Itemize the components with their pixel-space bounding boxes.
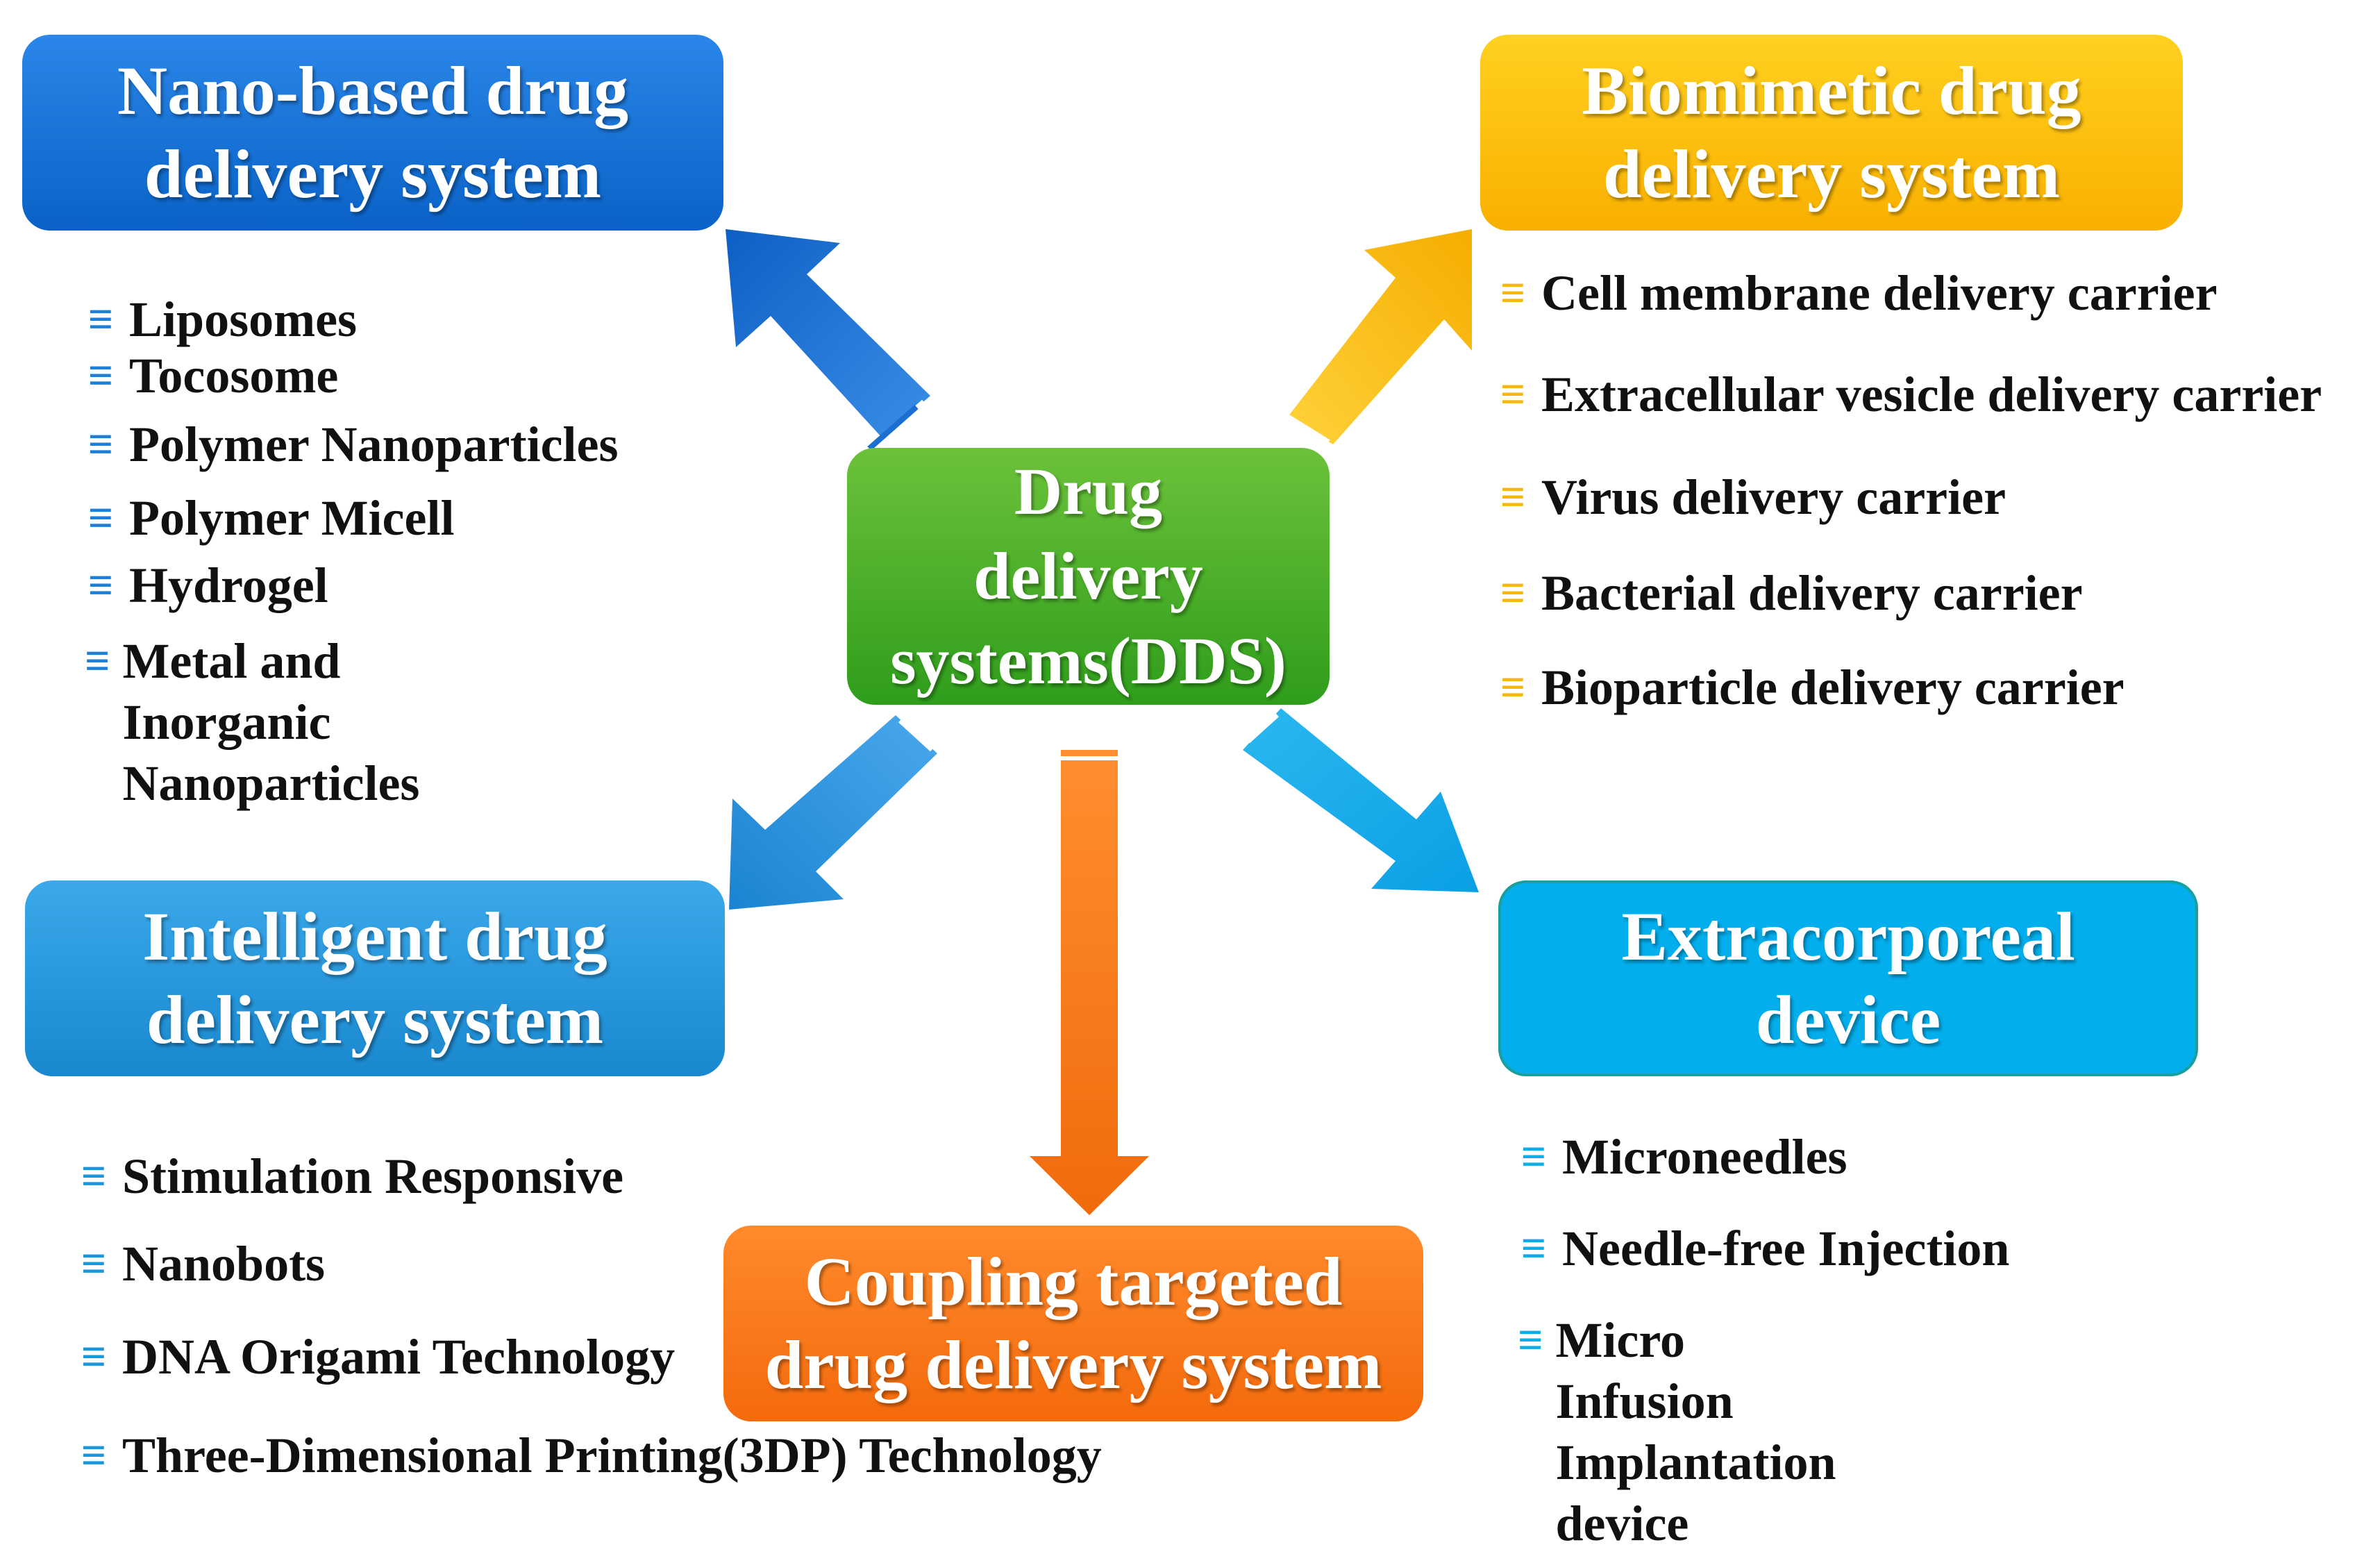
arrow-to-coupling	[1030, 750, 1149, 1215]
list-item: ≡DNA Origami Technology	[78, 1326, 675, 1387]
biomimetic-box: Biomimetic drug delivery system	[1480, 35, 2183, 231]
list-bullet-icon: ≡	[81, 1239, 107, 1288]
list-bullet-icon: ≡	[87, 493, 114, 542]
list-bullet-icon: ≡	[1500, 568, 1526, 617]
extracorporeal-title: Extracorporeal device	[1621, 898, 2075, 1058]
list-item: ≡Nanobots	[78, 1233, 325, 1294]
list-bullet-icon: ≡	[1500, 472, 1526, 521]
biomimetic-title: Biomimetic drug delivery system	[1582, 52, 2081, 212]
list-item: ≡Tocosome	[85, 345, 339, 406]
coupling-box: Coupling targeted drug delivery system	[723, 1226, 1423, 1421]
list-item: ≡Extracellular vesicle delivery carrier	[1497, 364, 2322, 425]
list-bullet-icon: ≡	[1500, 268, 1526, 317]
intelligent-box: Intelligent drug delivery system	[25, 880, 725, 1076]
list-item: ≡Needle-free Injection	[1518, 1218, 2010, 1279]
list-item: ≡Liposomes	[85, 289, 357, 350]
arrow-to-nano	[726, 229, 930, 451]
list-item: ≡Bacterial delivery carrier	[1497, 562, 2083, 624]
coupling-title: Coupling targeted drug delivery system	[764, 1243, 1382, 1403]
list-bullet-icon: ≡	[1520, 1223, 1547, 1273]
list-bullet-icon: ≡	[87, 294, 114, 344]
extracorporeal-box: Extracorporeal device	[1498, 880, 2198, 1076]
list-bullet-icon: ≡	[81, 1332, 107, 1381]
arrow-to-biomimetic	[1282, 229, 1472, 444]
intelligent-title: Intelligent drug delivery system	[142, 898, 607, 1058]
list-item: ≡Stimulation Responsive	[78, 1146, 623, 1207]
list-item: ≡Virus delivery carrier	[1497, 467, 2006, 528]
list-item: ≡Hydrogel	[85, 555, 328, 616]
list-bullet-icon: ≡	[1500, 662, 1526, 712]
center-box: Drug delivery systems(DDS)	[847, 448, 1330, 705]
list-item: ≡Microneedles	[1518, 1126, 1847, 1187]
list-item: ≡Three-Dimensional Printing(3DP) Technol…	[78, 1425, 1102, 1486]
arrow-to-intelligent	[729, 715, 937, 910]
list-item: ≡Micro Infusion Implantation device	[1518, 1310, 1843, 1554]
list-bullet-icon: ≡	[87, 419, 114, 469]
list-bullet-icon: ≡	[87, 351, 114, 400]
nano-box: Nano-based drug delivery system	[22, 35, 723, 231]
list-item: ≡Polymer Micell	[85, 487, 455, 549]
nano-title: Nano-based drug delivery system	[117, 52, 629, 212]
list-bullet-icon: ≡	[81, 1151, 107, 1201]
center-title: Drug delivery systems(DDS)	[890, 454, 1287, 698]
arrows-layer	[726, 229, 1479, 1215]
list-item: ≡Polymer Nanoparticles	[85, 414, 619, 475]
list-bullet-icon: ≡	[81, 1430, 107, 1480]
list-bullet-icon: ≡	[1500, 369, 1526, 419]
list-bullet-icon: ≡	[87, 560, 114, 610]
list-bullet-icon: ≡	[1520, 1132, 1547, 1181]
list-item: ≡Metal and Inorganic Nanoparticles	[85, 630, 426, 814]
arrow-to-extracorporeal	[1243, 708, 1479, 892]
list-item: ≡Bioparticle delivery carrier	[1497, 657, 2125, 718]
list-bullet-icon: ≡	[1518, 1315, 1543, 1364]
list-item: ≡Cell membrane delivery carrier	[1497, 262, 2218, 324]
list-bullet-icon: ≡	[85, 636, 110, 685]
